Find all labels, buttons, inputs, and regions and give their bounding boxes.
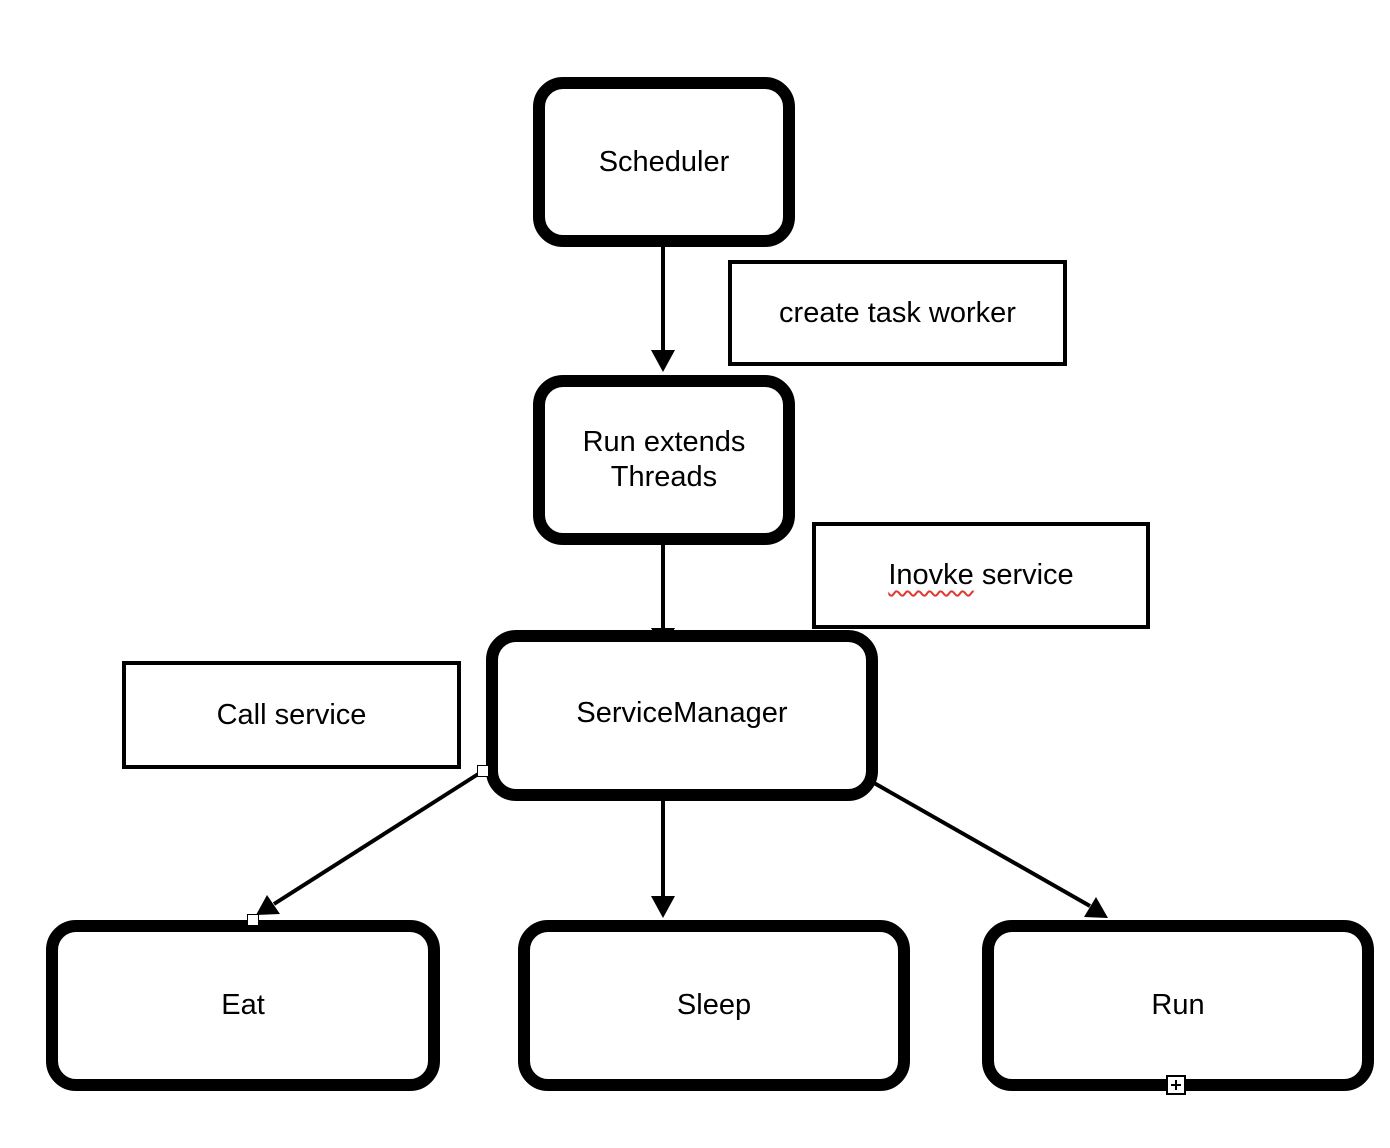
- misspelled-word: Inovke: [888, 559, 974, 591]
- node-run-thread[interactable]: Run extends Threads: [533, 375, 795, 545]
- arrowhead-eat: [256, 895, 280, 915]
- arrowhead-sleep: [651, 896, 675, 918]
- node-sleep[interactable]: Sleep: [518, 920, 910, 1091]
- node-eat-label: Eat: [221, 989, 265, 1021]
- note-invoke-service-word2: service: [973, 559, 1074, 591]
- note-invoke-service-label: Inovke service: [888, 559, 1073, 592]
- note-call-service[interactable]: Call service: [122, 661, 461, 769]
- arrowhead-run-thread: [651, 350, 675, 372]
- node-run-thread-label: Run extends Threads: [582, 426, 746, 493]
- note-call-service-label: Call service: [216, 698, 367, 731]
- node-scheduler[interactable]: Scheduler: [533, 77, 795, 247]
- node-run-label: Run: [1151, 989, 1205, 1021]
- edge-service-manager-to-eat: [272, 769, 485, 906]
- expand-plus-icon[interactable]: [1166, 1075, 1186, 1095]
- edge-service-manager-to-run: [852, 769, 1091, 908]
- node-run[interactable]: Run: [982, 920, 1374, 1091]
- edge-end-handle[interactable]: [247, 914, 259, 926]
- node-scheduler-label: Scheduler: [598, 145, 730, 178]
- edge-start-handle[interactable]: [477, 765, 489, 777]
- node-eat[interactable]: Eat: [46, 920, 440, 1091]
- node-service-manager-label: ServiceManager: [576, 697, 788, 729]
- note-create-task-worker-label: create task worker: [779, 296, 1016, 329]
- node-sleep-label: Sleep: [676, 989, 752, 1021]
- note-invoke-service[interactable]: Inovke service: [812, 522, 1150, 629]
- node-service-manager[interactable]: ServiceManager: [486, 630, 878, 801]
- note-create-task-worker[interactable]: create task worker: [728, 260, 1067, 366]
- arrowhead-run: [1084, 897, 1108, 918]
